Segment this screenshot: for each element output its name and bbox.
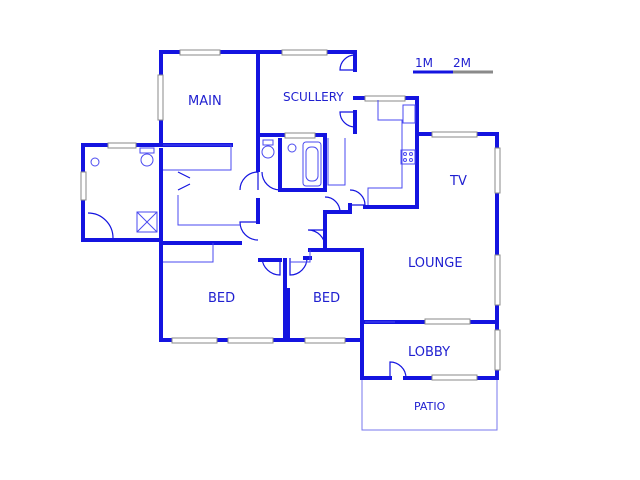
window-lobby-bottom [431,374,478,381]
window-bed1-bottom-right [227,337,274,344]
scale-label-2m: 2M [453,56,471,70]
door-bed2 [289,257,308,276]
kitchen-sink [402,104,416,124]
windows [80,49,501,381]
scale-bar: 1M 2M [413,56,493,74]
room-label-scullery: SCULLERY [283,90,344,104]
window-main-top [179,49,221,56]
door-ensuite [177,171,191,191]
room-labels: MAIN SCULLERY TV LOUNGE BED BED LOBBY PA… [188,90,467,413]
room-label-lobby: LOBBY [408,345,450,360]
basin-ensuite [90,157,100,167]
door-main [239,171,259,191]
door-bath [261,171,281,191]
window-main-left [157,74,164,121]
kitchen-stove [400,149,416,165]
door-scullery-upper [339,54,356,71]
room-label-main: MAIN [188,94,222,109]
room-label-lounge: LOUNGE [408,256,463,271]
door-passage-right [307,229,326,248]
shower-tray [136,211,158,233]
door-kitchen [349,189,366,206]
door-lobby [389,361,407,379]
window-bed1-bottom-left [171,337,218,344]
room-label-tv: TV [449,174,467,189]
window-bed2-bottom [304,337,346,344]
window-scullery-top [281,49,328,56]
door-passage-left [239,221,259,241]
bathtub [302,141,322,187]
room-label-patio: PATIO [414,400,446,413]
door-ensuite-shower [87,212,114,239]
wall-hall-right [323,203,352,214]
fixtures [90,100,416,323]
room-label-bed-2: BED [313,291,340,306]
doors [87,54,407,379]
window-tv-right-upper [494,147,501,194]
room-label-bed-1: BED [208,291,235,306]
window-lounge-right [494,254,501,306]
patio-outline [361,378,498,431]
door-bed1 [261,257,281,276]
wall-kitchen-top [353,96,419,134]
window-tv-top [431,131,478,138]
window-ensuite-top [107,142,137,149]
window-ensuite-left [80,171,87,201]
door-hall-right [324,196,341,213]
window-bath-top [284,132,316,139]
window-lobby-right [494,329,501,371]
window-lounge-bottom [424,318,471,325]
door-scullery-lower [339,111,356,128]
toilet-bath [261,145,275,159]
toilet-ensuite [140,153,154,167]
window-kitchen-top [364,95,406,102]
basin-bath [287,143,297,153]
scale-label-1m: 1M [415,56,433,70]
